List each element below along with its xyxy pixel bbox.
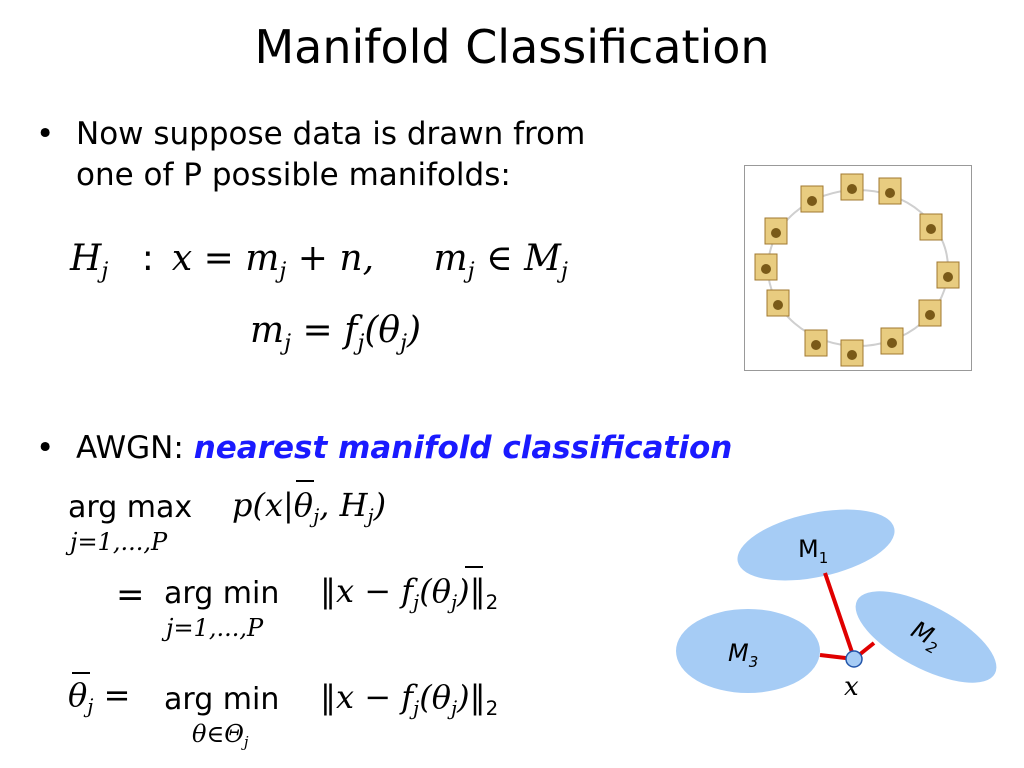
argmin1-f-sub: j: [413, 590, 420, 614]
manifold-m3-ellipse: [676, 609, 820, 693]
bullet-dot: •: [36, 116, 55, 152]
argmax-theta-sub: j: [313, 504, 320, 528]
teapot-ring-picture: [754, 173, 960, 367]
argmin1-theta: (θ: [419, 572, 451, 610]
eq2-m-sub: j: [284, 329, 292, 356]
argmin1-expression: ‖x − fj(θj)‖2: [320, 572, 498, 614]
argmin2-theta-sub: j: [450, 696, 458, 720]
argmin1-expr-head: ‖x − f: [320, 572, 414, 610]
x-label: x: [844, 672, 859, 702]
theta-hat-symbol: θ: [68, 676, 88, 714]
point-x: [845, 650, 863, 668]
argmax-expression: p(x|θj, Hj): [232, 486, 387, 528]
argmin2-operator: arg min: [164, 682, 280, 717]
eq1-plus: + n,: [286, 238, 375, 279]
argmin2-norm-sub: 2: [485, 696, 499, 720]
bullet-1: •: [36, 114, 54, 155]
argmax-expr-head: p(x|θ: [232, 486, 314, 524]
argmin2-sub-text: θ∈Θ: [192, 720, 244, 748]
manifold-m2-ellipse: [855, 591, 997, 683]
equation-mapping: mj = fj(θj): [250, 310, 422, 356]
manifold-diagram: M1 M2 M3 x: [676, 509, 997, 702]
eq1-m2: m: [433, 238, 468, 279]
eq2-f-sub: j: [357, 329, 365, 356]
argmin2-f-sub: j: [413, 696, 420, 720]
argmin1-close: )‖: [457, 572, 486, 610]
theta-hat-lhs: θj =: [68, 676, 131, 718]
eq1-m-sub: j: [279, 257, 287, 284]
bullet-2-text: AWGN: nearest manifold classification: [76, 428, 732, 469]
argmin2-sub-j: j: [243, 733, 249, 752]
eq1-body: x = m: [171, 238, 280, 279]
theta-hat-sub: j: [87, 694, 94, 718]
equation-hypothesis: Hj :x = mj + n, mj ∈ Mj: [70, 238, 568, 284]
eq2-theta-sub: j: [400, 329, 407, 356]
m1-label: M1: [798, 535, 828, 567]
bullet-1-text: Now suppose data is drawn from one of P …: [76, 114, 585, 196]
eq2-theta: (θ: [364, 310, 401, 351]
bullet-2-highlight: nearest manifold classification: [193, 430, 733, 466]
argmin2-theta: (θ: [419, 678, 451, 716]
theta-hat-mark: [72, 672, 90, 674]
manifold-m1-ellipse: [737, 509, 895, 581]
argmin1-norm-sub: 2: [485, 590, 499, 614]
argmin2-expression: ‖x − fj(θj)‖2: [320, 678, 498, 720]
m3-label: M3: [728, 639, 758, 671]
argmax-subscript: j=1,...,P: [70, 528, 168, 556]
theta-hat-equals: =: [93, 676, 131, 714]
eq1-H-sub: j: [101, 257, 109, 284]
argmax-H-sub: j: [367, 504, 374, 528]
bullet-1-line-1: Now suppose data is drawn from: [76, 116, 586, 152]
argmax-theta-hat: [296, 480, 314, 482]
bullet-2-prefix: AWGN:: [76, 430, 184, 466]
argmax-close: ): [373, 486, 387, 524]
distance-line-m1: [823, 572, 856, 659]
eq1-H: H: [70, 238, 102, 279]
argmin1-theta-sub: j: [450, 590, 458, 614]
eq2-close: ): [407, 310, 422, 351]
eq1-in: ∈ M: [474, 238, 561, 279]
argmax-expr-tail: , H: [319, 486, 368, 524]
argmin1-operator: arg min: [164, 576, 280, 611]
argmin2-close: )‖: [457, 678, 486, 716]
argmax-operator: arg max: [68, 490, 193, 525]
slide-title: Manifold Classification: [254, 20, 770, 74]
argmin2-expr-head: ‖x − f: [320, 678, 414, 716]
argmin1-subscript: j=1,...,P: [166, 614, 264, 642]
bullet-2-dot: •: [36, 430, 55, 466]
argmin2-subscript: θ∈Θj: [192, 720, 249, 752]
eq2-eq: = f: [291, 310, 358, 351]
bullet-1-line-2: one of P possible manifolds:: [76, 157, 511, 193]
teapot-manifold-image: [744, 165, 972, 371]
eq1-M-sub: j: [560, 257, 568, 284]
eq1-m2-sub: j: [467, 257, 475, 284]
argmin1-theta-hat: [465, 566, 483, 568]
eq1-colon: :: [141, 238, 154, 279]
eq2-m: m: [250, 310, 285, 351]
argmin1-equals: =: [116, 575, 145, 615]
